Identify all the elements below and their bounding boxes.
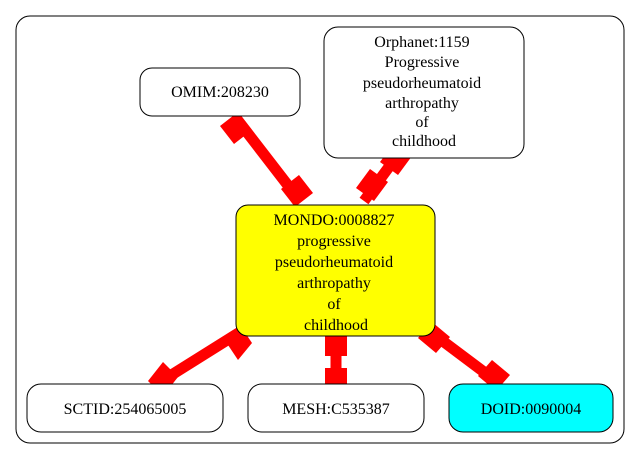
node-mesh-label: MESH:C535387 xyxy=(282,401,390,418)
node-orphanet-box xyxy=(323,26,525,159)
edge-mesh-tee-start xyxy=(325,336,347,356)
node-center-line: of xyxy=(327,296,341,313)
node-doid-label: DOID:0090004 xyxy=(481,401,581,418)
node-mesh[interactable]: MESH:C535387 xyxy=(247,383,425,433)
node-omim-line: OMIM:208230 xyxy=(171,84,269,101)
node-orphanet-line: childhood xyxy=(392,133,456,150)
node-mesh-line: MESH:C535387 xyxy=(282,401,390,418)
node-mesh-box xyxy=(247,383,425,433)
node-center-box xyxy=(235,204,436,337)
node-sctid-line: SCTID:254065005 xyxy=(64,401,187,418)
node-orphanet-line: Progressive xyxy=(385,54,460,71)
node-doid-line: DOID:0090004 xyxy=(481,401,581,418)
node-orphanet-line: of xyxy=(415,114,429,131)
edge-doid-tee-end xyxy=(478,360,510,391)
node-omim[interactable]: OMIM:208230 xyxy=(139,67,301,117)
node-orphanet-line: Orphanet:1159 xyxy=(374,34,469,51)
node-orphanet[interactable]: Orphanet:1159 Progressive pseudorheumato… xyxy=(323,26,525,159)
edge-omim-tee-end xyxy=(281,175,313,207)
node-center-line: progressive xyxy=(297,233,371,250)
node-orphanet-line: arthropathy xyxy=(385,95,459,112)
node-center-line: arthropathy xyxy=(297,275,371,292)
node-center-label: MONDO:0008827 progressive pseudorheumato… xyxy=(274,212,399,334)
node-sctid-label: SCTID:254065005 xyxy=(64,401,187,418)
node-sctid[interactable]: SCTID:254065005 xyxy=(26,383,224,433)
edge-orphanet-tee-end xyxy=(356,169,388,201)
edge-omim-tee-start xyxy=(220,112,252,144)
node-doid-box xyxy=(448,383,614,433)
node-omim-box xyxy=(139,67,301,117)
node-center-line: pseudorheumatoid xyxy=(275,254,393,271)
node-center-line: MONDO:0008827 xyxy=(274,212,395,229)
node-center[interactable]: MONDO:0008827 progressive pseudorheumato… xyxy=(235,204,436,337)
node-sctid-box xyxy=(26,383,224,433)
node-doid[interactable]: DOID:0090004 xyxy=(448,383,614,433)
node-orphanet-label: Orphanet:1159 Progressive pseudorheumato… xyxy=(363,34,485,150)
node-center-line: childhood xyxy=(304,317,368,334)
node-omim-label: OMIM:208230 xyxy=(171,84,269,101)
node-orphanet-line: pseudorheumatoid xyxy=(363,75,481,92)
